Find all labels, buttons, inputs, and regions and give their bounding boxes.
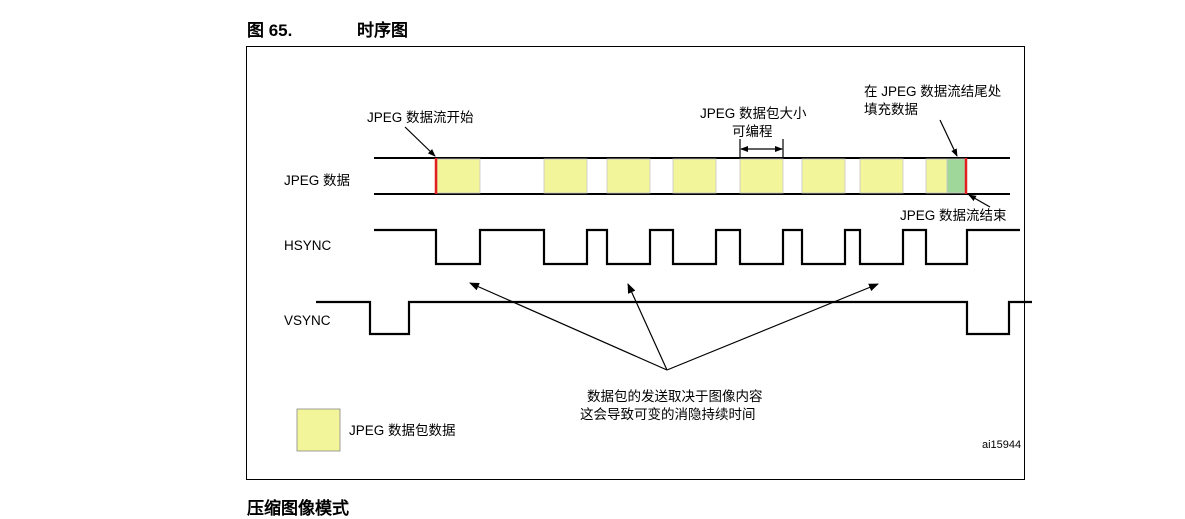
timing-diagram: JPEG 数据 HSYNC VSYNC JPEG 数据流开始 JPEG 数据包大… [284, 84, 1032, 452]
padding-label-2: 填充数据 [864, 102, 918, 117]
legend-swatch [296, 408, 341, 452]
blanking-arrow-right [666, 283, 879, 371]
packet-block [436, 158, 481, 194]
figure-number: 图 65. [247, 21, 293, 40]
jpeg-end-label: JPEG 数据流结束 [900, 208, 1007, 223]
packet-block [606, 158, 651, 194]
blanking-note-2: 这会导致可变的消隐持续时间 [580, 406, 756, 422]
figure-id: ai15944 [982, 439, 1021, 451]
jpeg-start-arrow [404, 126, 436, 157]
figure-title: 时序图 [357, 21, 408, 40]
figure-caption: 图 65. 时序图 [247, 16, 408, 41]
legend-label: JPEG 数据包数据 [349, 423, 456, 438]
packet-block [672, 158, 717, 194]
blanking-arrow-left [469, 282, 668, 371]
blanking-note: 数据包的发送取决于图像内容 [587, 388, 763, 404]
jpeg-start-label: JPEG 数据流开始 [367, 110, 474, 125]
vsync-signal-label: VSYNC [284, 313, 331, 328]
padding-block [946, 158, 966, 194]
hsync-waveform [374, 228, 1020, 266]
padding-label: 在 JPEG 数据流结尾处 [864, 84, 1002, 99]
packet-block [739, 158, 784, 194]
hsync-signal-label: HSYNC [284, 238, 332, 253]
blanking-arrow-middle [627, 283, 668, 371]
packet-block [859, 158, 904, 194]
packet-block [801, 158, 846, 194]
jpeg-data-signal-label: JPEG 数据 [284, 173, 350, 188]
packet-block [543, 158, 588, 194]
packet-size-label: JPEG 数据包大小 [700, 106, 807, 121]
next-section-heading: 压缩图像模式 [247, 499, 349, 518]
packet-block [925, 158, 948, 194]
packet-size-label-2: 可编程 [732, 124, 773, 139]
packet-blocks [436, 158, 966, 194]
diagram-frame [246, 46, 1025, 480]
vsync-waveform [316, 300, 1032, 336]
padding-arrow [939, 119, 958, 157]
jpeg-end-arrow [968, 194, 991, 208]
